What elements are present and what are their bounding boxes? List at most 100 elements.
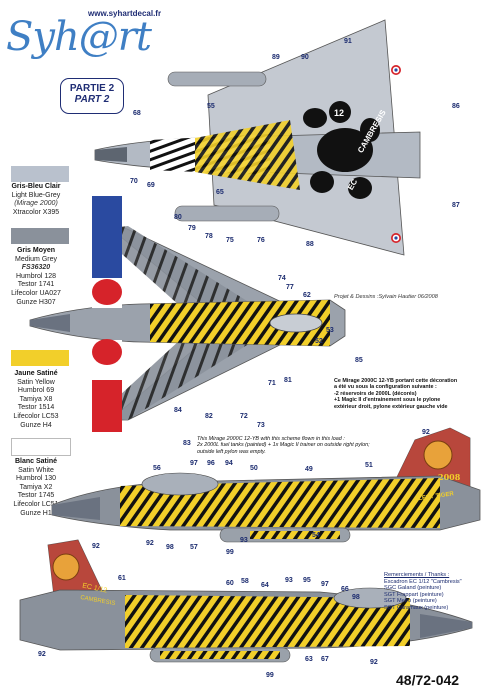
callout: 98 [166,544,174,551]
callout: 53 [326,327,334,334]
legend-line: (Mirage 2000) [14,200,58,208]
callout: 63 [305,656,313,663]
callout: 73 [257,422,265,429]
legend-medium-grey: Gris Moyen Medium Grey FS36320 Humbrol 1… [3,247,69,307]
underside-paw [303,101,380,199]
callout: 97 [190,460,198,467]
top-tiger-fuselage [150,300,330,346]
note-fr: Ce Mirage 2000C 12-YB portant cette déco… [334,378,457,410]
callout: 54 [312,532,320,539]
callout: 62 [303,292,311,299]
legend-title: Jaune Satiné [14,370,58,377]
legend-line: Humbrol 128 [15,272,57,280]
callout: 60 [226,580,234,587]
note-en-line: outside left pylon was empty. [197,448,266,455]
legend-line: Xtracolor X395 [12,208,60,216]
legend-line: FS36320 [21,264,51,272]
legend-line: Tamiya X2 [19,483,53,491]
callout: 95 [303,577,311,584]
callout: 61 [118,575,126,582]
underside-tiger [195,120,300,190]
note-fr-line: +1 Magic II d'entrainement sous le pylon… [334,397,441,404]
legend-line: Gunze H1 [20,509,52,517]
callout: 92 [146,540,154,547]
top-radome [30,314,70,332]
thanks-line: SGT Frappart (peinture) [384,591,444,598]
side2-radome [420,614,472,638]
side1-tank-stripes [250,531,340,539]
site-url[interactable]: www.syhartdecal.fr [88,9,162,18]
top-wing-stripes-right [95,340,255,420]
callout: 98 [352,594,360,601]
legend-line: Satin White [18,466,54,474]
callout: 80 [174,214,182,221]
swatch-satin-white [11,438,71,456]
side1-canopy [141,472,219,496]
flag-red [92,380,122,432]
callout: 64 [261,582,269,589]
legend-line: Tamiya X8 [19,395,53,403]
brand-logo: Syh@rt [6,14,152,60]
part-fr: PARTIE 2 [69,83,115,94]
callout: 69 [147,182,155,189]
callout: 70 [130,178,138,185]
note-fr-line: -2 réservoirs de 2000L (décorés) [334,390,417,397]
thanks-block: Remerciements / Thanks : Escadron EC 1/1… [384,572,462,612]
legend-line: Testor 1745 [17,492,55,500]
swatch-light-blue-grey [11,166,69,182]
callout: 92 [38,651,46,658]
thanks-title: Remerciements / Thanks : [384,572,450,578]
callout: 51 [365,462,373,469]
legend-title: Gris-Bleu Clair [11,183,61,190]
callout: 71 [268,380,276,387]
thanks-line: SGT Caramaux (peinture) [384,604,449,611]
callout: 76 [257,237,265,244]
legend-line: Lifecolor LC51 [13,500,59,508]
credits: Projet & Dessins :Sylvain Hautier 06/200… [334,294,438,300]
underside-number: 12 [334,108,345,118]
callout: 66 [341,586,349,593]
side1-tiger-head [423,440,453,470]
callout: 79 [188,225,196,232]
right-drop-tank [174,205,280,222]
side2-tank-stripes [160,651,280,659]
flag-blue [92,196,122,278]
note-en-line: 2x 2000L fuel tanks (painted) + 1x Magic… [197,442,370,449]
callout: 77 [286,284,294,291]
thanks-line: SGT Metro (peinture) [384,598,437,605]
callout: 75 [226,237,234,244]
callout: 56 [153,465,161,472]
left-drop-tank [167,71,267,87]
tail-code: 2008 [438,472,461,482]
roundel-top-right [92,339,122,365]
callout: 86 [452,103,460,110]
side2-tiger-head [52,553,80,581]
callout: 74 [278,275,286,282]
callout: 99 [226,549,234,556]
legend-line: Light Blue-Grey [11,191,61,199]
callout: 78 [205,233,213,240]
legend-line: Lifecolor LC53 [13,412,59,420]
right-side-view [51,427,481,543]
legend-line: Humbrol 130 [15,475,57,483]
legend-title: Gris Moyen [16,247,56,254]
legend-light-blue-grey: Gris-Bleu Clair Light Blue-Grey (Mirage … [3,183,69,217]
underside-radome [95,147,127,162]
legend-line: Medium Grey [14,255,57,263]
side2-tiger [125,595,410,648]
callout: 90 [301,54,309,61]
left-side-view [19,539,473,663]
legend-satin-yellow: Jaune Satiné Satin Yellow Humbrol 69 Tam… [3,370,69,430]
swatch-satin-yellow [11,350,69,366]
callout: 82 [205,413,213,420]
legend-line: Testor 1514 [17,404,55,412]
callout: 88 [306,241,314,248]
thanks-line: Escadron EC 1/12 "Cambresis" [384,578,462,585]
callout: 92 [422,429,430,436]
callout: 97 [321,581,329,588]
callout: 49 [305,466,313,473]
roundel-top-left [92,279,122,305]
callout: 89 [272,54,280,61]
side1-radome [52,497,100,520]
